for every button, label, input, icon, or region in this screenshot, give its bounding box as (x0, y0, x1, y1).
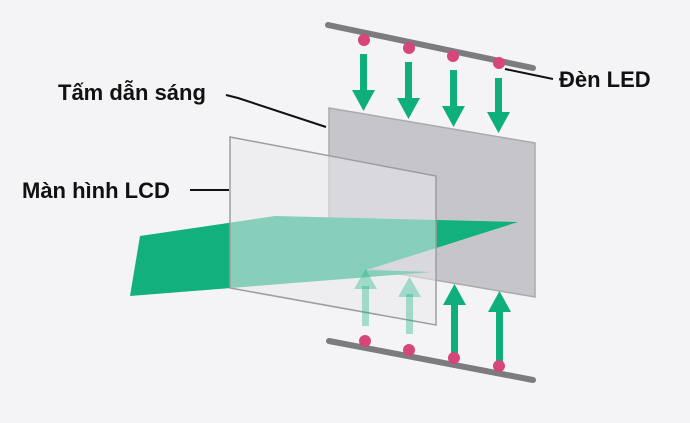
led-dot (448, 352, 460, 364)
led-dot (403, 42, 415, 54)
lcd-screen-plate (229, 136, 437, 326)
bottom-led-dots (359, 335, 505, 372)
led-leader (504, 68, 554, 80)
led-dot (447, 50, 459, 62)
led-dot (493, 57, 505, 69)
bottom-light-arrows-front (354, 269, 421, 334)
light-guide-leader (225, 94, 327, 128)
bottom-led-rail (326, 338, 536, 383)
led-dot (493, 360, 505, 372)
led-dot (403, 344, 415, 356)
top-led-dots (358, 34, 505, 69)
bottom-light-arrows-back (443, 284, 511, 362)
light-guide-label: Tấm dẫn sáng (58, 80, 206, 105)
led-dot (358, 34, 370, 46)
lcd-screen-label: Màn hình LCD (22, 178, 170, 203)
top-light-arrows (352, 54, 510, 133)
led-dot (359, 335, 371, 347)
led-lamp-label: Đèn LED (559, 67, 651, 92)
